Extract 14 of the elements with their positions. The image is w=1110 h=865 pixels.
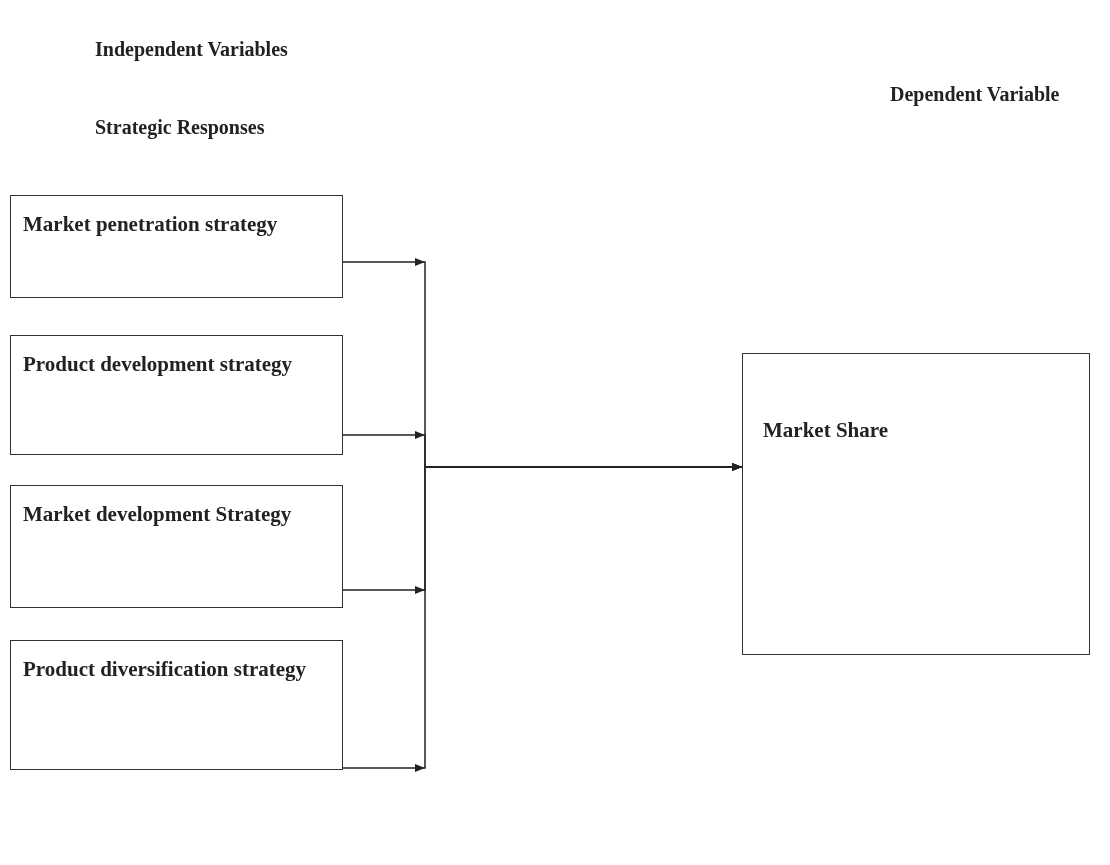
variable-box <box>10 335 343 455</box>
variable-box <box>742 353 1090 655</box>
variable-box <box>10 195 343 298</box>
variable-name: Market penetration strategy <box>23 211 279 238</box>
variable-name: Product development strategy <box>23 351 294 378</box>
variable-box <box>10 640 343 770</box>
arrow <box>342 463 743 769</box>
variable-name: Product diversification strategy <box>23 656 308 683</box>
variable-box <box>10 485 343 608</box>
variable-name: Market Share <box>763 417 889 444</box>
variable-name: Market development Strategy <box>23 501 293 528</box>
heading-label: Strategic Responses <box>95 116 265 139</box>
heading-label: Independent Variables <box>95 38 288 61</box>
heading-label: Dependent Variable <box>890 83 1060 106</box>
